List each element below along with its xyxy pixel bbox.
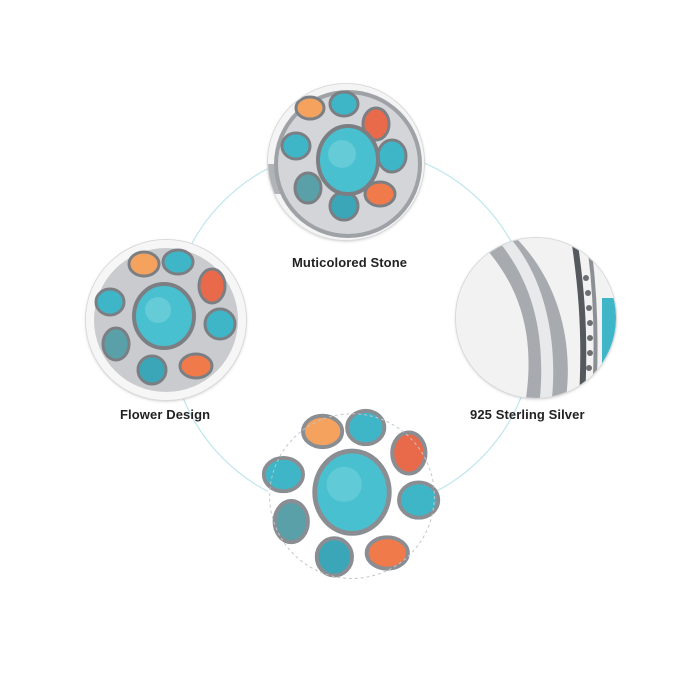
main-ring [261,408,441,581]
ring-photo-top [268,84,424,240]
top-detail-circle [268,84,424,240]
label-sterling-silver: 925 Sterling Silver [470,407,585,422]
label-flower-design: Flower Design [120,407,211,422]
label-multicolored-stone: Muticolored Stone [292,255,408,270]
right-detail-circle [456,238,616,398]
left-detail-circle [86,240,246,400]
ring-photo-right [456,238,616,398]
ring-photo-left [86,240,246,400]
